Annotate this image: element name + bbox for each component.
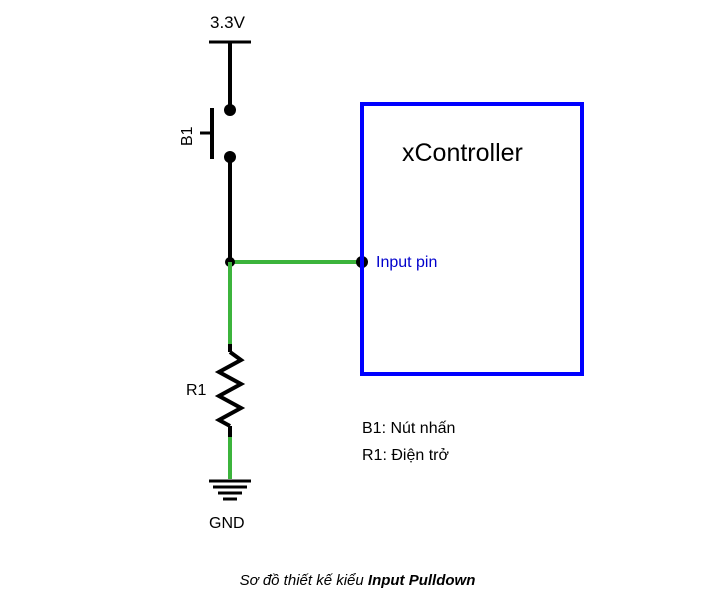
caption-prefix: Sơ đồ thiết kế kiểu (239, 572, 368, 589)
figure-caption: Sơ đồ thiết kế kiểu Input Pulldown (0, 572, 715, 589)
controller-label: xController (402, 139, 523, 167)
push-button-b1 (200, 104, 236, 163)
button-contact-top (224, 104, 236, 116)
resistor-zigzag (214, 350, 246, 428)
button-label: B1 (179, 126, 196, 146)
caption-emphasis: Input Pulldown (367, 572, 476, 589)
legend-item-r1: R1: Điện trở (362, 447, 449, 464)
controller-box (360, 102, 584, 376)
resistor-label: R1 (186, 382, 207, 399)
ground-symbol (209, 479, 251, 501)
resistor-r1 (214, 344, 246, 437)
legend-item-b1: B1: Nút nhấn (362, 420, 455, 437)
input-pin-label: Input pin (376, 254, 437, 271)
supply-label: 3.3V (210, 13, 246, 32)
ground-label: GND (209, 515, 245, 532)
